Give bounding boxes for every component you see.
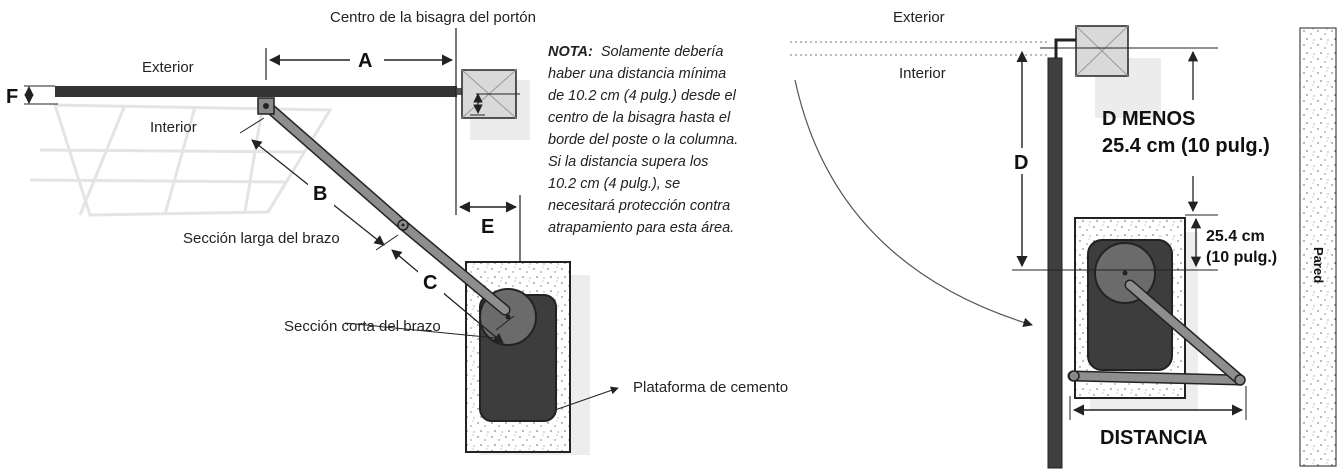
pad-label: Plataforma de cemento bbox=[633, 379, 788, 396]
wall-label: Pared bbox=[1311, 247, 1326, 283]
note-line: 10.2 cm (4 pulg.), se bbox=[548, 176, 680, 192]
note-line: Solamente debería bbox=[601, 44, 724, 60]
d-minus-line2: 25.4 cm (10 pulg.) bbox=[1102, 135, 1270, 157]
wall bbox=[1299, 27, 1337, 467]
hinge-center-label: Centro de la bisagra del portón bbox=[330, 9, 536, 26]
note-line: borde del poste o la columna. bbox=[548, 132, 738, 148]
note-heading: NOTA: bbox=[548, 44, 593, 60]
svg-text:NOTA: Solamente debería: NOTA: Solamente debería bbox=[548, 44, 723, 60]
note-line: atrapamiento para esta área. bbox=[548, 220, 734, 236]
right-exterior-label: Exterior bbox=[893, 9, 945, 26]
dim-e-label: E bbox=[481, 216, 494, 238]
note-line: haber una distancia mínima bbox=[548, 66, 726, 82]
note-line: necesitará protección contra bbox=[548, 198, 730, 214]
distance-label: DISTANCIA bbox=[1100, 427, 1207, 449]
long-arm-label: Sección larga del brazo bbox=[183, 230, 340, 247]
d-minus-line1: D MENOS bbox=[1102, 108, 1195, 130]
short-arm-label: Sección corta del brazo bbox=[284, 318, 441, 335]
offset-line1: 25.4 cm bbox=[1206, 228, 1265, 245]
dim-c-label: C bbox=[423, 272, 437, 294]
dim-f-label: F bbox=[6, 86, 18, 108]
note-line: Si la distancia supera los bbox=[548, 154, 708, 170]
right-interior-label: Interior bbox=[899, 65, 946, 82]
note-line: centro de la bisagra hasta el bbox=[548, 110, 731, 126]
gate-bar bbox=[55, 86, 457, 97]
dim-a-label: A bbox=[358, 50, 372, 72]
offset-line2: (10 pulg.) bbox=[1206, 249, 1277, 266]
left-interior-label: Interior bbox=[150, 119, 197, 136]
note-line: de 10.2 cm (4 pulg.) desde el bbox=[548, 88, 737, 104]
left-exterior-label: Exterior bbox=[142, 59, 194, 76]
left-diagram: Centro de la bisagra del portón Exterior… bbox=[6, 9, 788, 455]
dim-c-arrow bbox=[391, 249, 504, 344]
entrapment-note: NOTA: Solamente debería haber una distan… bbox=[548, 44, 738, 236]
dim-d-label: D bbox=[1014, 152, 1028, 174]
gate-swing-arc bbox=[794, 79, 1033, 328]
dim-b-label: B bbox=[313, 183, 327, 205]
right-diagram: Exterior Interior D D MENOS 25.4 cm (10 … bbox=[790, 9, 1337, 469]
gate-post bbox=[1047, 57, 1063, 469]
